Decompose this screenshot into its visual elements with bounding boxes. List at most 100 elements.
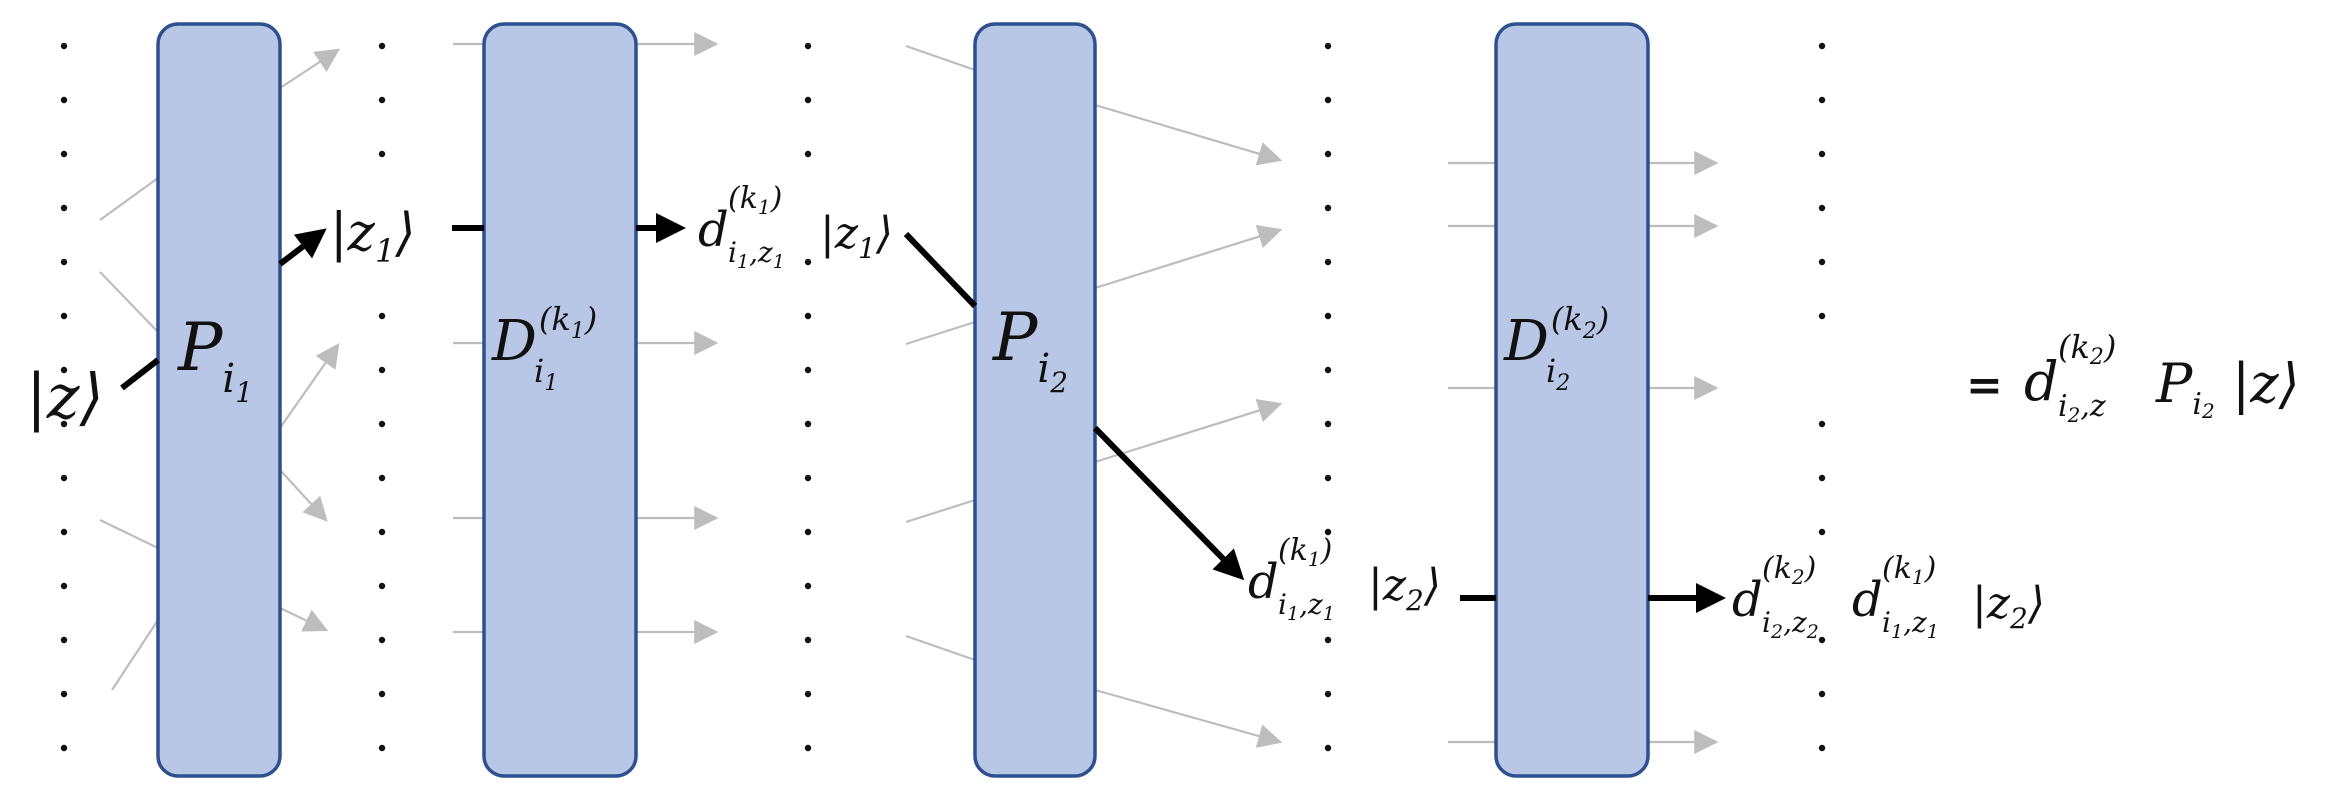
result-expression: = d (k2) i2,z Pi2 |z⟩	[1966, 328, 2300, 427]
ellipsis-dot	[378, 312, 386, 320]
ellipsis-dot	[1818, 150, 1826, 158]
sub-rest: ,z	[1903, 606, 1927, 639]
label-sub: i	[222, 356, 235, 402]
sup-text: (k	[1882, 551, 1912, 586]
ellipsis-dot	[378, 582, 386, 590]
faint-line	[905, 634, 976, 662]
sup-close: )	[1924, 551, 1937, 586]
ellipsis-dot	[60, 744, 68, 752]
label-subsub: 2	[1049, 366, 1068, 399]
faint-line	[111, 619, 159, 691]
ellipsis-dot	[378, 690, 386, 698]
amplitude-d1-z2: d (k1) i1,z1 |z2⟩	[1248, 533, 1441, 625]
d-symbol-a: d	[1732, 572, 1763, 628]
ellipsis-dot	[60, 582, 68, 590]
ket-open: |z	[1972, 578, 2011, 629]
sup-close: )	[770, 181, 783, 216]
ket-sub: 2	[2009, 602, 2028, 635]
sup-sub: 2	[1791, 565, 1805, 589]
d-sub: i1,z1	[728, 236, 785, 273]
faint-arrow	[279, 469, 328, 522]
sub-sub: 2	[1770, 621, 1783, 643]
ket-z1: |z1⟩	[330, 203, 416, 270]
faint-line	[905, 498, 976, 524]
ellipsis-dot	[378, 636, 386, 644]
ellipsis-dot	[1324, 96, 1332, 104]
ellipsis-dot	[804, 420, 812, 428]
ellipsis-dot	[804, 312, 812, 320]
ket-var: z	[46, 360, 80, 433]
d-sup: (k2)	[2058, 328, 2116, 370]
ellipsis-dot	[378, 150, 386, 158]
result-ket: |z⟩	[2232, 352, 2300, 415]
faint-arrow	[279, 48, 341, 89]
d-sup-b: (k1)	[1882, 551, 1936, 589]
ellipsis-dot	[378, 474, 386, 482]
ellipsis-dot	[804, 366, 812, 374]
d-symbol: d	[2024, 350, 2059, 413]
ket-close: ⟩	[1423, 560, 1441, 611]
ket-z: |z⟩	[26, 360, 104, 433]
ellipsis-dot	[378, 420, 386, 428]
ellipsis-dot	[1324, 366, 1332, 374]
bold-arrow-out-p2	[1092, 425, 1245, 581]
ellipsis-dot	[1324, 474, 1332, 482]
bold-line-into-p2	[903, 231, 978, 309]
ellipsis-dot	[60, 150, 68, 158]
ellipsis-dot	[1818, 744, 1826, 752]
ellipsis-dot	[804, 258, 812, 266]
d-sup-a: (k2)	[1762, 551, 1816, 589]
sub-rest2: 1	[1927, 621, 1939, 643]
sub-sub: 1	[1891, 621, 1903, 643]
ellipsis-dot	[60, 204, 68, 212]
sup-text: (k	[2058, 328, 2090, 366]
block-p-i1	[156, 22, 282, 778]
sup-text: (k	[728, 181, 758, 216]
ellipsis-dot	[804, 582, 812, 590]
ellipsis-dot	[1324, 690, 1332, 698]
sub-rest2: 1	[1323, 603, 1335, 625]
block-p-i2	[973, 22, 1097, 778]
faint-arrow	[1094, 398, 1283, 464]
label-d-i1: D(k1)	[491, 300, 597, 374]
ellipsis-dot	[378, 528, 386, 536]
label-sup: (k	[539, 300, 571, 338]
label-supsub: 2	[1582, 319, 1597, 344]
sub-rest2: 1	[773, 251, 785, 273]
ket-close: ⟩	[394, 203, 415, 263]
ellipsis-dot	[60, 42, 68, 50]
sub-text: i	[1882, 606, 1891, 639]
ket-open: |z	[1368, 560, 1407, 611]
label-d-i2-sub: i2	[1546, 352, 1570, 396]
ket-sub: 2	[1405, 584, 1424, 617]
ellipsis-dot	[1818, 690, 1826, 698]
amplitude-d2-d1-z2: d (k2) i2,z2 d (k1) i1,z1 |z2⟩	[1732, 551, 2045, 643]
ket-open: |	[26, 360, 47, 433]
sup-sub: 1	[1308, 547, 1321, 571]
ellipsis-dot	[1818, 312, 1826, 320]
ellipsis-dot	[378, 366, 386, 374]
ellipsis-dot	[1818, 474, 1826, 482]
ellipsis-dot	[804, 636, 812, 644]
label-subsub: 2	[1555, 371, 1570, 396]
ellipsis-dot	[60, 312, 68, 320]
label-sub: i	[534, 352, 544, 390]
sub-rest: ,z	[1783, 606, 1807, 639]
label-sub: i	[1546, 352, 1556, 390]
sup-close: )	[2103, 328, 2116, 366]
label-p-i1: Pi1	[177, 309, 253, 409]
block-d-i2	[1494, 22, 1650, 778]
label-base: P	[992, 299, 1039, 376]
ellipsis-dot	[1818, 528, 1826, 536]
d-sup: (k1)	[1278, 533, 1332, 571]
ellipsis-dot	[60, 96, 68, 104]
sup-text: (k	[1278, 533, 1308, 568]
label-d-i2: D(k2)	[1503, 300, 1609, 374]
label-supclose: )	[584, 300, 597, 338]
d-ket: |z1⟩	[820, 208, 893, 265]
ellipsis-dot	[60, 690, 68, 698]
sub-sub: 2	[2067, 403, 2081, 427]
ellipsis-dot	[1324, 204, 1332, 212]
equals-sign: =	[1966, 360, 2003, 411]
